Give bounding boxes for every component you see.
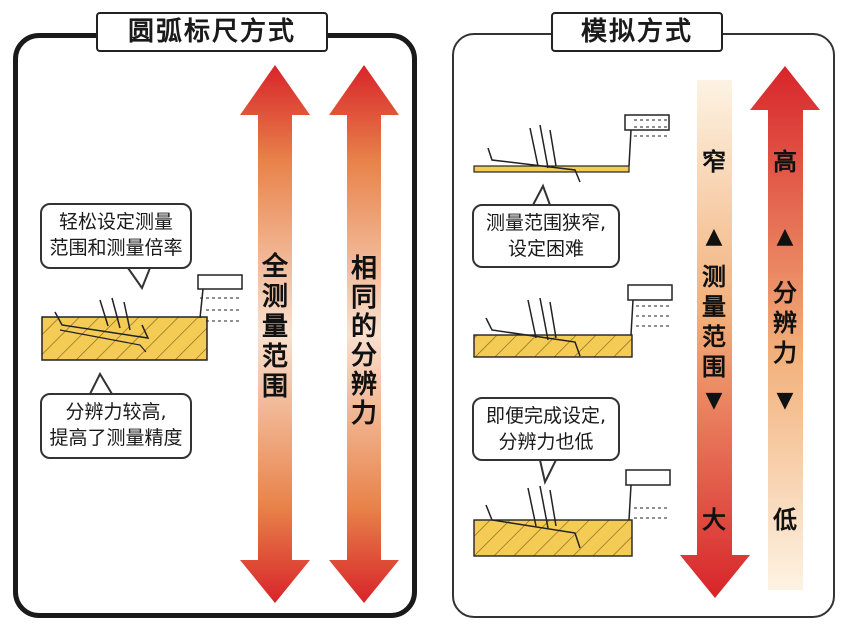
label-range-top: 窄 [702, 148, 726, 176]
resolution-down-marker: ▼ [776, 388, 794, 413]
arrow-resolution-up [750, 66, 820, 590]
arrow-range-down [680, 80, 750, 598]
left-workpiece-illustration [41, 274, 243, 361]
label-full-range: 全 测 量 范 围 [261, 252, 288, 402]
label-resolution: 分 辨 力 [773, 279, 797, 367]
right-workpiece-medium [473, 284, 673, 358]
label-measuring-range: 测 量 范 围 [702, 263, 726, 381]
title-arc-scale: 圆弧标尺方式 [96, 12, 328, 52]
right-workpiece-wide [473, 469, 671, 557]
bubble-high-resolution: 分辨力较高, 提高了测量精度 [40, 393, 192, 459]
bubble-low-resolution: 即便完成设定, 分辨力也低 [472, 397, 620, 461]
bubble-narrow-range: 测量范围狭窄, 设定困难 [472, 204, 620, 268]
resolution-up-marker: ▲ [776, 224, 794, 249]
label-resolution-top: 高 [773, 148, 797, 176]
title-analog: 模拟方式 [551, 12, 723, 52]
label-range-bottom: 大 [702, 506, 726, 534]
arrow-full-range [240, 65, 310, 603]
range-up-marker: ▲ [705, 224, 723, 249]
label-resolution-bottom: 低 [773, 506, 797, 534]
label-same-resolution: 相 同 的 分 辨 力 [350, 254, 377, 429]
arrow-same-resolution [329, 65, 399, 603]
bubble-easy-setting: 轻松设定测量 范围和测量倍率 [40, 203, 192, 269]
range-down-marker: ▼ [705, 388, 723, 413]
right-workpiece-narrow [473, 114, 670, 183]
